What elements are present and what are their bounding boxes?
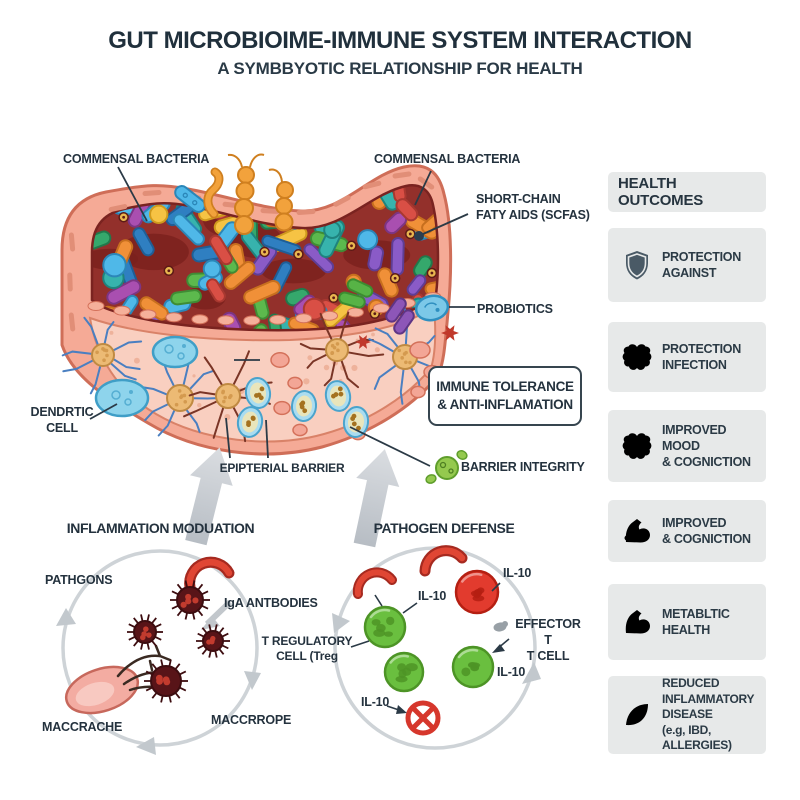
label-macrophage-right: MACCRROPE	[211, 713, 292, 727]
inflammation-cycle-title: INFLAMMATION MODUATION	[66, 520, 255, 536]
iga-antibody-crescent	[184, 556, 235, 593]
surface-bacteria-chains	[174, 153, 294, 235]
defense-pointer-lines	[350, 582, 510, 712]
outcome-label: IMPROVED & COGNICTION	[662, 515, 751, 546]
gut-illustration	[60, 153, 459, 456]
outcome-label: PROTECTION AGAINST	[662, 249, 741, 280]
defense-cycle-art	[332, 545, 541, 750]
defense-cycle-title: PATHOGEN DEFENSE	[373, 520, 515, 536]
health-outcomes-header: HEALTH OUTCOMES	[608, 172, 766, 212]
label-il10-top: IL-10	[503, 566, 532, 580]
label-commensal-bacteria-left: COMMENSAL BACTERIA	[63, 152, 210, 166]
brain-icon	[618, 428, 656, 464]
immune-epithelial-cells	[94, 278, 415, 438]
dendritic-neuron-cells	[61, 307, 459, 443]
label-scfa: SHORT-CHAIN FATY AIDS (SCFAS)	[476, 192, 590, 222]
page-title: GUT MICROBIOIME-IMMUNE SYSTEM INTERACTIO…	[108, 27, 692, 54]
barrier-integrity-icon	[425, 450, 468, 484]
label-barrier-integrity: BARRIER INTEGRITY	[461, 460, 585, 474]
outcome-label: METABLTIC HEALTH	[662, 606, 730, 637]
shield-icon	[618, 247, 656, 283]
outcome-item-reduced-inflammatory-disease: REDUCED INFLAMMATORY DISEASE (e.g, IBD, …	[608, 676, 766, 754]
orange-chain-1	[227, 153, 265, 235]
label-il10-bottom: IL-10	[361, 695, 390, 709]
outcome-item-metabolic-health: METABLTIC HEALTH	[608, 584, 766, 660]
leaf-icon	[618, 697, 656, 733]
label-iga-antibodies: IgA ANTBODIES	[224, 596, 318, 610]
label-probiotics: PROBIOTICS	[477, 302, 553, 316]
label-pathogens: PATHGONS	[45, 573, 113, 587]
label-macrophage-left: MACCRACHE	[42, 720, 123, 734]
muscle-icon	[618, 513, 656, 549]
label-dendritic-cell: DENDRTIC CELL	[30, 405, 94, 435]
brain-icon	[618, 339, 656, 375]
blue-bacterium	[174, 185, 206, 213]
up-arrow-left	[185, 447, 233, 546]
antibody-crescents	[352, 545, 468, 599]
pathogen-cells	[126, 580, 230, 703]
up-arrow-right	[353, 449, 400, 548]
label-effector-t-cell: EFFECTOR T T CELL	[515, 617, 581, 663]
probiotic-cell	[414, 294, 450, 322]
outcome-item-improved-cognition: IMPROVED & COGNICTION	[608, 500, 766, 562]
outcome-item-protection-against: PROTECTION AGAINST	[608, 228, 766, 302]
label-il10-right: IL-10	[497, 665, 526, 679]
label-treg-cell: T REGULATORY CELL (Treg	[261, 634, 353, 664]
pointer-lines	[89, 166, 475, 467]
muscle-icon	[618, 604, 656, 640]
up-arrows	[185, 447, 400, 548]
outcome-label: REDUCED INFLAMMATORY DISEASE (e.g, IBD, …	[662, 676, 755, 753]
label-epithelial-barrier: EPIPTERIAL BARRIER	[219, 461, 345, 475]
outcome-label: IMPROVED MOOD & COGNICTION	[662, 422, 751, 470]
outcome-item-improved-mood: IMPROVED MOOD & COGNICTION	[608, 410, 766, 482]
orange-chain-2	[268, 168, 294, 232]
page-subtitle: A SYMBBYOTIC RELATIONSHIP FOR HEALTH	[217, 59, 583, 78]
outcome-label: PROTECTION INFECTION	[662, 341, 741, 372]
label-il10-mid: IL-10	[418, 589, 447, 603]
immune-tolerance-callout: IMMUNE TOLERANCE & ANTI-INFLAMATION	[428, 366, 582, 426]
inflammation-cycle-art	[56, 549, 261, 755]
prohibition-symbol	[405, 700, 441, 736]
t-cells	[363, 569, 500, 693]
scfa-molecule	[414, 231, 424, 241]
outcome-item-protection-infection: PROTECTION INFECTION	[608, 322, 766, 392]
label-commensal-bacteria-right: COMMENSAL BACTERIA	[374, 152, 521, 166]
